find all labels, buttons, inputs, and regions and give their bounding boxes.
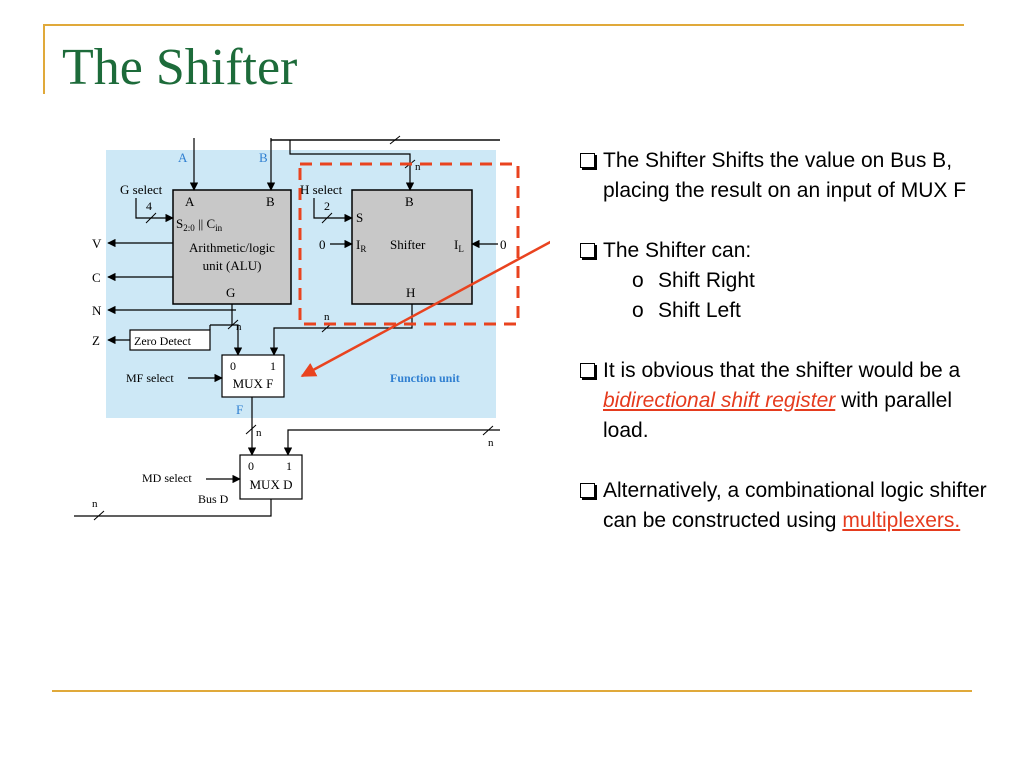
shifter-output-h: H bbox=[406, 285, 415, 300]
bullet-combinational-shifter: Alternatively, a combinational logic shi… bbox=[580, 476, 1000, 536]
alu-output-g: G bbox=[226, 285, 235, 300]
alu-name-line1: Arithmetic/logic bbox=[189, 240, 275, 255]
mux-f-label: MUX F bbox=[233, 376, 274, 391]
shifter-b-width: n bbox=[415, 161, 421, 173]
g-select-width: 4 bbox=[146, 199, 152, 213]
mux-d-box bbox=[239, 454, 303, 500]
h-select-label: H select bbox=[300, 182, 343, 197]
bidirectional-shift-register-link[interactable]: bidirectional shift register bbox=[603, 389, 836, 412]
mux-f-box bbox=[221, 354, 285, 398]
shifter-select-s: S bbox=[356, 210, 363, 225]
checkbox-bullet-icon bbox=[580, 243, 595, 258]
zero-detect-label: Zero Detect bbox=[134, 334, 192, 348]
bottom-accent-line bbox=[52, 690, 972, 692]
bullet-shift-register: It is obvious that the shifter would be … bbox=[580, 356, 1000, 446]
pointer-arrow bbox=[300, 240, 550, 378]
sub-bullet-shift-left: o Shift Left bbox=[632, 299, 741, 322]
shifter-highlight-box bbox=[298, 162, 520, 326]
mux-d-input-0: 0 bbox=[248, 459, 254, 473]
mf-select-label: MF select bbox=[126, 371, 174, 385]
bus-a-label: A bbox=[178, 150, 188, 165]
mux-f-input-0: 0 bbox=[230, 359, 236, 373]
bullet-shifter-purpose: The Shifter Shifts the value on Bus B, p… bbox=[580, 146, 1000, 206]
slide-title: The Shifter bbox=[62, 39, 298, 96]
shifter-input-b: B bbox=[405, 194, 414, 209]
alu-block bbox=[172, 189, 292, 305]
alu-input-b: B bbox=[266, 194, 275, 209]
bus-d-label: Bus D bbox=[198, 492, 229, 506]
shifter-zero-left: 0 bbox=[319, 237, 326, 252]
f-width: n bbox=[256, 427, 262, 439]
alu-output-width: n bbox=[236, 321, 242, 333]
g-select-label: G select bbox=[120, 182, 163, 197]
shifter-input-ir: IR bbox=[356, 237, 366, 254]
md-select-label: MD select bbox=[142, 471, 192, 485]
left-accent-line bbox=[43, 24, 45, 94]
shifter-zero-right: 0 bbox=[500, 237, 507, 252]
shifter-output-width: n bbox=[324, 311, 330, 323]
mux-d-input-1: 1 bbox=[286, 459, 292, 473]
bullet-list: The Shifter Shifts the value on Bus B, p… bbox=[580, 146, 1000, 536]
alu-input-a: A bbox=[185, 194, 195, 209]
multiplexers-link[interactable]: multiplexers. bbox=[842, 509, 961, 532]
mux-f-input-1: 1 bbox=[270, 359, 276, 373]
bus-b-label: B bbox=[259, 150, 268, 165]
sub-bullet-shift-right: o Shift Right bbox=[632, 269, 755, 292]
top-accent-line bbox=[44, 24, 964, 26]
output-v: V bbox=[92, 236, 102, 251]
output-z: Z bbox=[92, 333, 100, 348]
mux-d-label: MUX D bbox=[250, 477, 293, 492]
alu-select-label: S2:0 || Cin bbox=[176, 216, 223, 233]
checkbox-bullet-icon bbox=[580, 363, 595, 378]
output-n: N bbox=[92, 303, 102, 318]
function-unit-diagram: A B n G select 4 A B S2:0 || Cin Arithme… bbox=[74, 135, 550, 521]
shifter-input-il: IL bbox=[454, 237, 464, 254]
checkbox-bullet-icon bbox=[580, 153, 595, 168]
mux-d-input-width: n bbox=[488, 437, 494, 449]
output-c: C bbox=[92, 270, 101, 285]
function-unit-label: Function unit bbox=[390, 371, 460, 385]
h-select-width: 2 bbox=[324, 199, 330, 213]
bus-d-width: n bbox=[92, 498, 98, 510]
alu-name-line2: unit (ALU) bbox=[203, 258, 262, 273]
shifter-label: Shifter bbox=[390, 237, 426, 252]
bullet-shifter-can: The Shifter can: bbox=[580, 236, 1000, 266]
mux-f-output-f: F bbox=[236, 402, 243, 417]
checkbox-bullet-icon bbox=[580, 483, 595, 498]
